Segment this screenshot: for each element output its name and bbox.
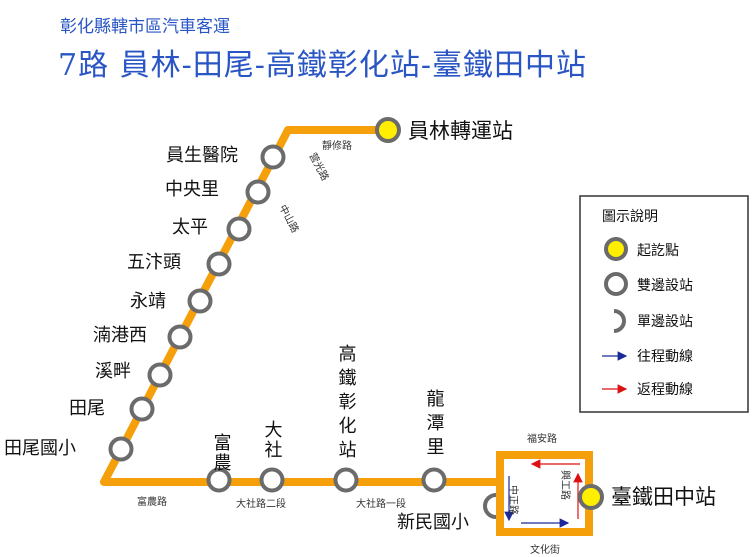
stop-label-taiping: 太平 [172,217,208,238]
stop-marker-tianzhong [578,484,604,510]
stop-marker-xipan [147,362,173,388]
legend-start-stop-label: 起訖點 [637,243,679,259]
legend-two-side-stop-label: 雙邊設站 [637,278,693,294]
stop-marker-lungangxi [167,324,193,350]
stop-marker-zhongyangli [245,179,271,205]
stop-marker-tianwei-school [108,436,134,462]
stop-label-tianwei: 田尾 [69,398,105,419]
legend-two-side-stop-icon [604,272,628,296]
stop-label-yuanlin-transfer: 員林轉運站 [408,119,513,143]
stop-marker-dashe [259,467,285,493]
road-label-yingguang: 营光路 [306,150,332,183]
stop-label-funong: 富農 [211,433,232,473]
road-label-fuan: 福安路 [527,432,557,445]
road-label-jingxiu: 靜修路 [322,139,352,152]
stop-marker-tianwei [129,396,155,422]
road-label-funong: 富農路 [137,495,167,508]
stop-marker-wuzhitou [206,251,232,277]
stop-label-yuansheng: 員生醫院 [166,145,238,166]
road-label-dashe-2: 大社路二段 [236,497,286,510]
stop-label-yongjing: 永靖 [130,291,166,312]
stop-label-hsr-changhua: 高鐵彰化站 [336,344,357,464]
legend: 圖示說明 起訖點 雙邊設站 單邊設站 往程動線 返程動線 [579,195,749,413]
stop-label-longtanli: 龍潭里 [424,389,445,461]
stop-label-zhongyangli: 中央里 [165,179,219,200]
stop-marker-yongjing [187,288,213,314]
legend-title: 圖示說明 [602,208,658,225]
road-label-dashe-1: 大社路一段 [356,497,406,510]
legend-one-side-stop-icon [613,309,626,333]
legend-return-label: 返程動線 [637,382,693,398]
stop-label-wuzhitou: 五汴頭 [127,252,181,273]
stop-marker-hsr-changhua [333,467,359,493]
stop-label-xipan: 溪畔 [95,361,131,382]
legend-one-side-stop-label: 單邊設站 [637,314,693,330]
stop-label-tianwei-school: 田尾國小 [4,438,76,459]
stop-label-xinmin-school: 新民國小 [397,512,469,533]
stop-label-lungangxi: 湳港西 [93,325,147,346]
stop-label-tianzhong: 臺鐵田中站 [611,485,716,509]
stop-marker-longtanli [421,467,447,493]
stop-label-dashe: 大社 [262,420,283,460]
stop-marker-taiping [226,216,252,242]
road-label-xinggong: 興工路 [559,470,572,500]
legend-start-stop-icon [604,237,628,261]
road-label-zhongzheng: 中正路 [507,485,520,515]
stop-marker-xinmin-school [483,493,497,519]
road-label-wenhua: 文化街 [530,543,560,556]
legend-box [579,195,749,413]
stop-marker-yuanlin-transfer [375,117,401,143]
road-label-zhongshan: 中山路 [276,202,302,235]
map-subtitle: 彰化縣轄市區汽車客運 [60,17,230,37]
map-title: 7路 員林-田尾-高鐵彰化站-臺鐵田中站 [58,48,588,83]
legend-outbound-label: 往程動線 [637,349,693,365]
stop-marker-yuansheng [260,144,286,170]
stop-marker-funong [206,467,232,493]
